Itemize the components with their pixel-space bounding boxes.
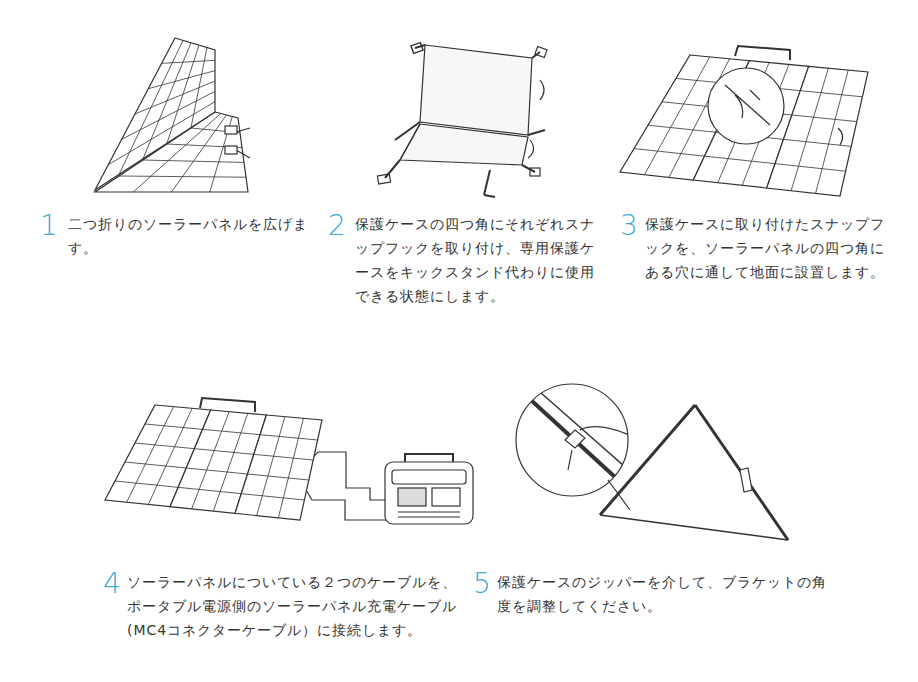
cell-line (705, 156, 776, 164)
cell-line (127, 407, 174, 503)
step-caption: 保護ケースの四つ角にそれぞれスナップフックを取り付け、専用保護ケースをキックスタ… (355, 212, 599, 308)
cell-line (792, 115, 857, 122)
cell-line (775, 164, 846, 172)
step-number: 5 (473, 568, 491, 600)
cell-line (162, 60, 215, 63)
step-number: 2 (328, 210, 346, 242)
cable (236, 128, 250, 158)
cell-line (178, 487, 241, 493)
cell-line (254, 454, 313, 460)
cell-line (135, 443, 194, 449)
step-number: 1 (40, 210, 58, 242)
cell-line (278, 418, 303, 517)
cell-line (115, 481, 178, 487)
cell-line (145, 424, 203, 429)
cell-line (260, 435, 318, 440)
cell-line (122, 91, 215, 139)
hook-detail (725, 85, 770, 125)
step-number: 4 (103, 568, 121, 600)
zoom-circle (708, 68, 784, 144)
step-caption: 二つ折りのソーラーパネルを広げます。 (68, 212, 312, 260)
cell-line (108, 102, 215, 165)
panel (95, 38, 215, 190)
handle (735, 46, 790, 60)
cell-line (634, 149, 705, 157)
cell-line (257, 417, 285, 516)
step4-figure (105, 398, 473, 524)
cable (838, 128, 843, 145)
cell-line (125, 462, 186, 468)
step-caption: 保護ケースのジッパーを介して、ブラケットの角度を調整してください。 (497, 570, 831, 618)
cell-line (186, 468, 247, 474)
cell-line (148, 71, 215, 89)
cell-line (648, 125, 716, 132)
cell-line (192, 412, 230, 509)
panel (235, 415, 322, 520)
cell-line (791, 68, 828, 190)
cell-line (143, 160, 244, 162)
step2-figure (377, 43, 547, 197)
cell-line (248, 474, 309, 480)
cell-line (816, 70, 849, 193)
panel (767, 66, 868, 196)
step-caption: ソーラーパネルについている２つのケーブルを、ポータブル電源側のソーラーパネル充電… (127, 570, 461, 642)
step-caption: 保護ケースに取り付けたスナップフックを、ソーラーパネルの四つ角にある穴に通して地… (645, 212, 895, 284)
cell-line (194, 449, 253, 455)
cell-line (241, 494, 304, 500)
cell-line (203, 429, 261, 434)
step-number: 3 (620, 210, 638, 242)
connector (225, 146, 237, 154)
step5-figure (516, 384, 788, 540)
cell-line (800, 91, 862, 97)
step3-figure (620, 46, 868, 196)
handle (200, 398, 255, 412)
cell-line (119, 176, 246, 177)
connector (225, 126, 237, 134)
step1-figure (95, 38, 250, 192)
